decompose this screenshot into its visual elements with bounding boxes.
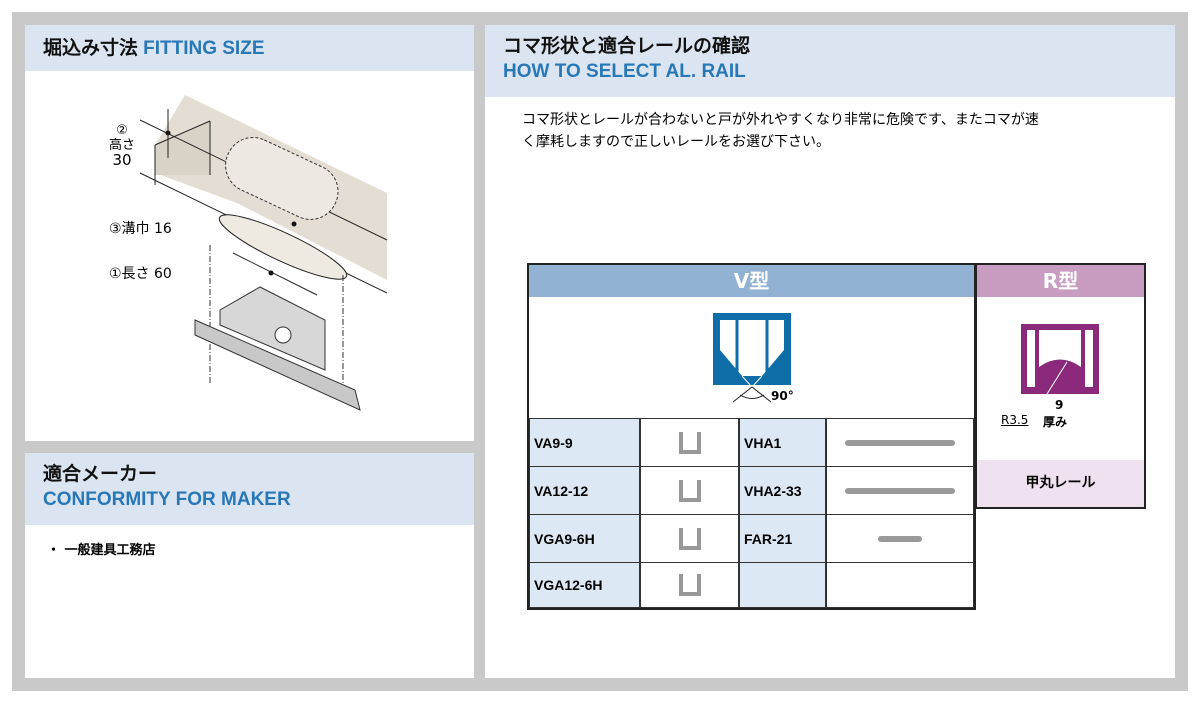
v-type-header: V型 xyxy=(529,265,974,297)
maker-header: 適合メーカー CONFORMITY FOR MAKER xyxy=(25,453,474,525)
r-rail-name: 甲丸レール xyxy=(977,460,1144,507)
fitting-title-en: FITTING SIZE xyxy=(143,38,265,59)
rail-model-label: VA12-12 xyxy=(529,466,640,515)
description-line-1: コマ形状とレールが合わないと戸が外れやすくなり非常に危険です、またコマが速 xyxy=(522,112,1039,128)
rail-profile-cell xyxy=(640,418,739,467)
rail-title-jp: コマ形状と適合レールの確認 xyxy=(503,35,751,57)
maker-panel: 適合メーカー CONFORMITY FOR MAKER ・ 一般建具工務店 xyxy=(25,453,474,678)
rail-model-label: VHA1 xyxy=(739,418,826,467)
height-value: 30 xyxy=(112,151,132,169)
rail-model-label: FAR-21 xyxy=(739,514,826,563)
rail-model-label: VHA2-33 xyxy=(739,466,826,515)
maker-title-jp: 適合メーカー xyxy=(43,463,158,485)
fitting-size-header: 堀込み寸法 FITTING SIZE xyxy=(25,25,474,71)
rail-profile-cell xyxy=(640,514,739,563)
fitting-diagram xyxy=(139,95,388,411)
rail-description: コマ形状とレールが合わないと戸が外れやすくなり非常に危険です、またコマが速 く摩… xyxy=(485,97,1175,153)
fitting-size-panel: 堀込み寸法 FITTING SIZE ② 高さ 30 ③溝巾 16 ①長さ 60 xyxy=(25,25,474,441)
roller-profile-icon xyxy=(678,431,701,454)
rail-profile-cell xyxy=(826,418,974,467)
rail-model-label: VGA12-6H xyxy=(529,562,640,608)
description-line-2: く摩耗しますので正しいレールをお選び下さい。 xyxy=(522,134,830,150)
r-groove-icon xyxy=(1021,324,1099,397)
rail-header: コマ形状と適合レールの確認 HOW TO SELECT AL. RAIL xyxy=(485,25,1175,97)
fitting-title-jp: 堀込み寸法 xyxy=(43,37,139,59)
rail-profile-cell xyxy=(640,562,739,608)
rail-model-label xyxy=(739,562,826,608)
angle-label: 90° xyxy=(771,389,794,403)
r-type-header: R型 xyxy=(977,265,1144,297)
height-label: 高さ xyxy=(109,138,136,153)
rail-profile-cell xyxy=(640,466,739,515)
thickness-value: 9 xyxy=(1055,398,1064,412)
radius-label: R3.5 xyxy=(1001,413,1029,427)
r-type-table: R型 R3.5 9 厚み 甲丸レール xyxy=(975,263,1146,509)
rail-model-label: VGA9-6H xyxy=(529,514,640,563)
rail-profile-icon xyxy=(878,535,922,542)
length-dimension: ①長さ 60 xyxy=(109,266,172,282)
rail-model-label: VA9-9 xyxy=(529,418,640,467)
thickness-label: 厚み xyxy=(1043,415,1068,429)
v-groove-icon xyxy=(713,313,791,403)
rail-profile-cell xyxy=(826,562,974,608)
maker-title-en: CONFORMITY FOR MAKER xyxy=(43,489,291,510)
rail-profile-icon xyxy=(845,487,955,494)
rail-title-en: HOW TO SELECT AL. RAIL xyxy=(503,61,746,82)
height-num: ② xyxy=(116,123,128,138)
rail-profile-icon xyxy=(845,439,955,446)
rail-profile-cell xyxy=(826,466,974,515)
width-dimension: ③溝巾 16 xyxy=(109,221,172,237)
height-dimension: ② 高さ 30 xyxy=(109,123,135,168)
roller-profile-icon xyxy=(678,574,701,596)
maker-item: ・ 一般建具工務店 xyxy=(47,543,156,558)
rail-profile-cell xyxy=(826,514,974,563)
roller-profile-icon xyxy=(678,527,701,550)
roller-profile-icon xyxy=(678,479,701,502)
